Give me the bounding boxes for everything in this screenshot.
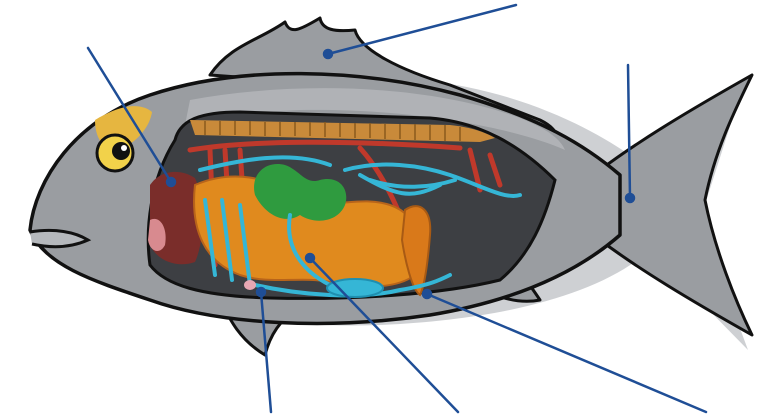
pupil	[112, 142, 130, 160]
leader-line-gonad	[427, 294, 706, 412]
leader-dot-gills	[167, 178, 175, 186]
vent	[244, 280, 256, 290]
eye-glint	[121, 145, 127, 151]
leader-dot-dorsal-fin	[324, 50, 332, 58]
leader-dot-gonad	[423, 290, 431, 298]
leader-dot-heart	[257, 288, 265, 296]
leader-dot-intestine	[306, 254, 314, 262]
heart	[327, 279, 383, 297]
tail-fin	[600, 75, 752, 335]
leader-dot-tail-muscle	[626, 194, 634, 202]
